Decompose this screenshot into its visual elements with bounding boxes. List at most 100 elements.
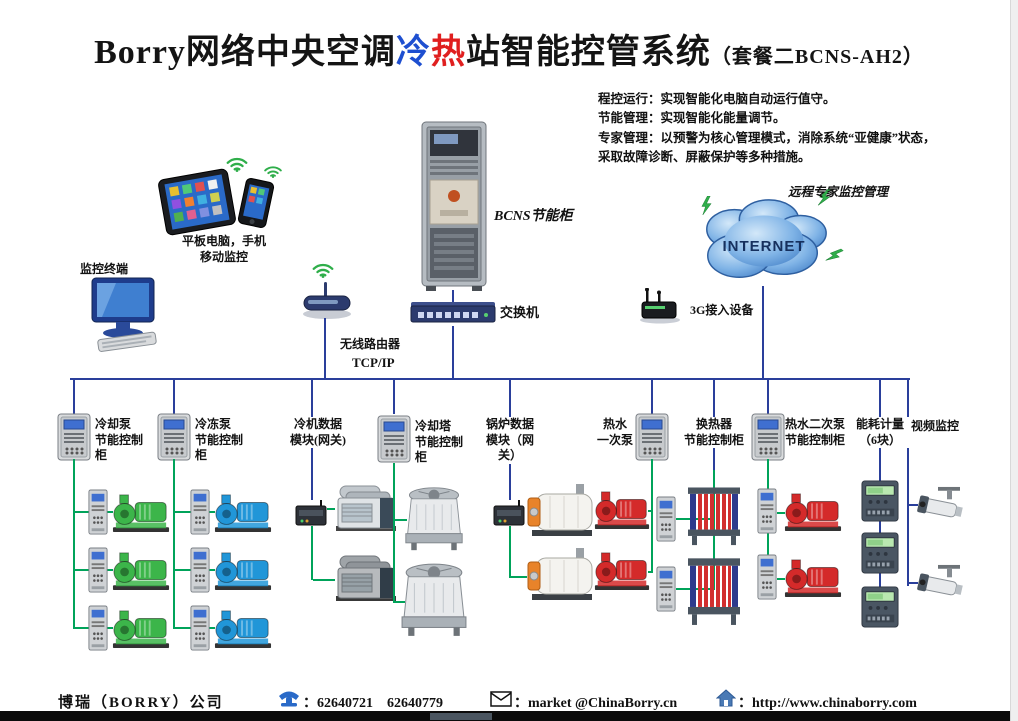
email-address[interactable]: ：market @ChinaBorry.cn [514,696,678,711]
internet-label: INTERNET [722,238,806,255]
column-label-7: 换热器 节能控制柜 [682,417,746,449]
drop-line-6 [651,380,653,414]
green-pump-icon [112,609,170,649]
pump-controller-icon [88,489,108,535]
equipment-line [509,526,511,578]
equipment-stub [777,512,785,514]
drop-line-8 [767,380,769,414]
drop-line-4 [393,380,395,414]
pump-controller-icon [757,554,777,600]
pump-controller-icon [656,496,676,542]
pump-controller-icon [757,488,777,534]
column-label-6: 热水 一次泵 [596,417,633,447]
equipment-stub [395,601,405,603]
page-title: Borry网络中央空调冷热站智能控管系统（套餐二BCNS-AH2） [0,24,1018,73]
boiler-icon [526,548,596,606]
red-pump-icon [594,551,650,591]
router-icon [300,280,354,322]
title-cold-char: 冷 [395,34,431,71]
energy-meter-icon [861,532,899,574]
main-bus-line [70,378,910,380]
phone-numbers: ：62640721 62640779 [303,696,443,711]
blue-pump-icon [214,493,272,533]
column-label-2: 冷冻泵 节能控制柜 [195,417,244,463]
mail-icon [490,691,512,707]
rack-switch-line [452,290,454,302]
cabinet-icon [157,413,191,461]
blue-pump-icon [214,551,272,591]
cabinet-icon [635,413,669,461]
switch-icon [410,300,496,326]
wifi-icon [262,160,284,178]
wifi-icon [310,256,336,278]
camera-icon [916,486,968,524]
router-label: 无线路由器 [340,337,401,351]
remote-label: 远程专家监控管理 [788,185,889,199]
intro-line-1: 程控运行：实现智能化电脑自动运行值守。 [598,92,836,106]
drop-line-10 [907,380,909,586]
gateway-module-icon [493,500,525,526]
equipment-stub [511,576,527,578]
equipment-stub [313,579,335,581]
boiler-icon [526,484,596,542]
heat-exchanger-icon [686,482,742,546]
cloud-bus-line [762,286,764,380]
3g-label: 3G接入设备 [690,303,754,317]
red-pump-icon [594,490,650,530]
green-pump-icon [112,493,170,533]
phone-icon [235,175,277,231]
equipment-stub [327,508,335,510]
green-pump-icon [112,551,170,591]
equipment-line [311,526,313,580]
heat-exchanger-icon [686,552,742,626]
pump-controller-icon [190,489,210,535]
energy-meter-icon [861,480,899,522]
pump-controller-icon [190,605,210,651]
pump-controller-icon [190,547,210,593]
title-part1: Borry网络中央空调 [94,34,396,71]
switch-bus-line [452,326,454,380]
website-url[interactable]: ：http://www.chinaborry.com [738,696,917,711]
monitor-icon [86,276,166,352]
equipment-stub [648,510,653,512]
pump-controller-icon [88,547,108,593]
equipment-stub [909,504,918,506]
switch-label: 交换机 [500,305,540,320]
chiller-icon [334,552,398,606]
pump-controller-icon [88,605,108,651]
red-pump-icon [784,492,842,532]
column-label-3: 冷机数据 模块(网关) [286,417,350,449]
drop-line-2 [173,380,175,414]
gateway-module-icon [295,500,327,526]
wifi-icon [224,150,250,172]
taskbar-item [430,713,492,720]
cabinet-icon [377,415,411,463]
cabinet-icon [57,413,91,461]
home-icon [716,689,736,707]
red-pump-icon [784,558,842,598]
equipment-stub [395,519,407,521]
mobile-label: 平板电脑，手机 移动监控 [181,234,266,264]
column-label-1: 冷却泵 节能控制柜 [95,417,144,463]
tablet-icon [155,166,238,238]
cooling-tower-icon [400,562,468,638]
cooling-tower-icon [404,486,464,552]
column-label-9: 能耗计量 （6块） [850,417,910,449]
energy-meter-icon [861,586,899,628]
equipment-line [73,459,75,629]
3g-device-icon [638,288,684,324]
blue-pump-icon [214,609,272,649]
router-bus-line [324,318,326,380]
equipment-line [651,459,653,573]
equipment-line [393,463,395,603]
camera-icon [916,564,968,602]
title-part2: 站智能控管系统 [465,34,711,71]
title-hot-char: 热 [430,34,466,71]
title-suffix: （套餐二BCNS-AH2） [710,46,924,68]
drop-line-1 [73,380,75,414]
terminal-label: 监控终端 [80,262,129,276]
column-label-4: 冷却塔 节能控制柜 [415,419,464,465]
column-label-5: 锅炉数据 模块（网关） [477,417,543,464]
equipment-line [173,459,175,629]
tcpip-label: TCP/IP [352,355,395,370]
